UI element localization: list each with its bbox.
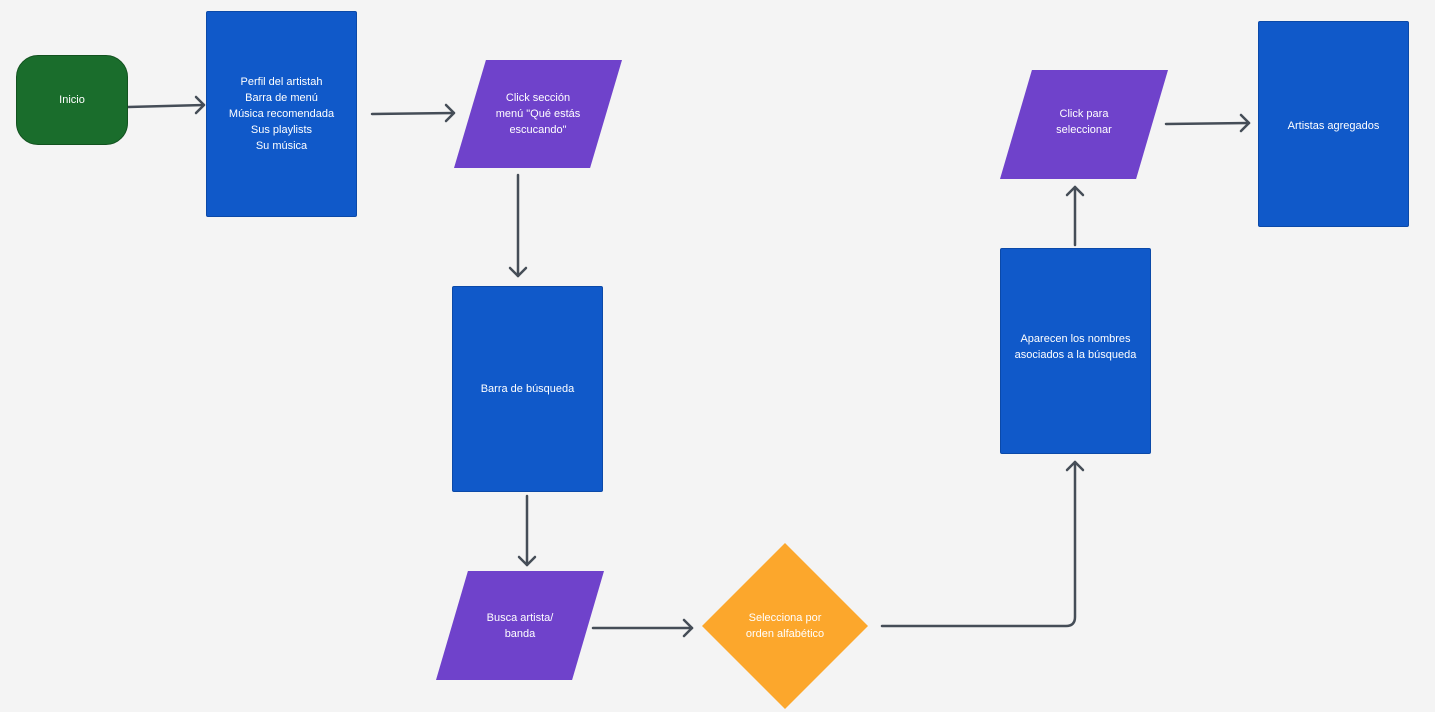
arrowhead-click-seccion [444, 103, 456, 123]
edge-inicio-perfil [126, 103, 206, 109]
node-aparecen-label: Aparecen los nombres asociados a la búsq… [1014, 333, 1137, 361]
node-barra-busqueda-label: Barra de búsqueda [480, 383, 575, 395]
node-perfil[interactable]: Perfil del artistah Barra de menú Música… [206, 11, 357, 217]
edge-click-seleccionar-artistas [1164, 121, 1251, 126]
arrowhead-barra [508, 266, 528, 278]
edge-perfil-click-seccion [370, 111, 456, 116]
parallelogram-shape [436, 571, 604, 680]
node-click-seleccionar-label: Click para seleccionar [1056, 107, 1112, 136]
arrowhead-artistas [1239, 113, 1251, 133]
node-inicio-label: Inicio [59, 94, 85, 106]
parallelogram-shape [1000, 70, 1168, 179]
parallelogram-shape [454, 60, 622, 168]
node-busca-artista[interactable]: Busca artista/ banda [436, 571, 604, 680]
arrowhead-selecciona [682, 618, 694, 638]
node-artistas[interactable]: Artistas agregados [1258, 21, 1409, 227]
arrowhead-aparecen [1065, 460, 1085, 472]
node-perfil-label: Perfil del artistah Barra de menú Música… [228, 76, 335, 152]
node-selecciona[interactable]: Selecciona por orden alfabético [702, 543, 868, 709]
arrowhead-perfil [194, 95, 206, 115]
edge-selecciona-aparecen [880, 460, 1077, 628]
node-artistas-label: Artistas agregados [1287, 120, 1380, 132]
node-click-seleccionar[interactable]: Click para seleccionar [1000, 70, 1168, 179]
node-selecciona-label: Selecciona por orden alfabético [745, 612, 825, 640]
node-barra-busqueda[interactable]: Barra de búsqueda [452, 286, 603, 492]
arrowhead-busca [517, 555, 537, 567]
node-busca-artista-label: Busca artista/ banda [486, 611, 554, 640]
node-aparecen[interactable]: Aparecen los nombres asociados a la búsq… [1000, 248, 1151, 454]
node-inicio[interactable]: Inicio [16, 55, 128, 145]
arrowhead-click-seleccionar [1065, 185, 1085, 197]
node-click-seccion-label: Click sección menú "Qué estás escucando" [495, 92, 581, 136]
node-click-seccion[interactable]: Click sección menú "Qué estás escucando" [454, 60, 622, 168]
